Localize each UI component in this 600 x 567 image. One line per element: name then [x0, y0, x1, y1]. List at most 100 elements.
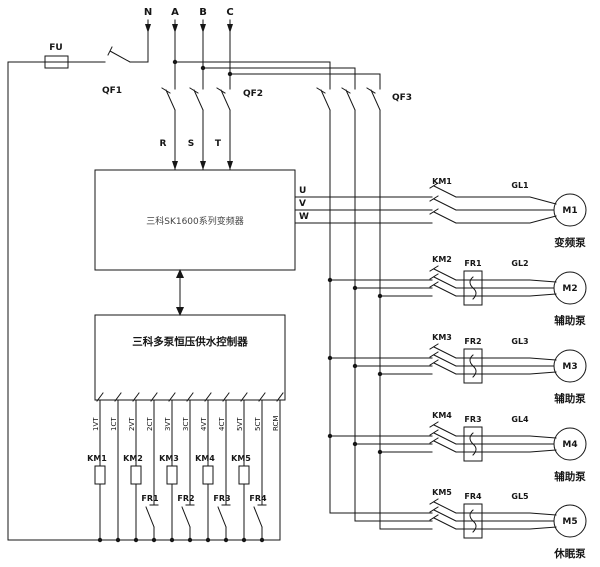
motor-m3-circle	[553, 349, 587, 383]
km4-coil	[202, 465, 214, 485]
qf3-label: QF3	[392, 93, 412, 103]
controller-title: 三科多泵恒压供水控制器	[132, 335, 248, 348]
thermal-relay-elements	[463, 270, 483, 539]
qf2-label: QF2	[243, 89, 263, 99]
km4-contact-label: KM4	[432, 411, 452, 420]
terminal-label-3ct: 3CT	[182, 417, 190, 431]
km1-contact-label: KM1	[432, 177, 452, 186]
s-input-arrow	[200, 161, 206, 170]
controller-box	[94, 314, 286, 401]
km3-coil-label: KM3	[159, 454, 179, 463]
km3-contact-label: KM3	[432, 333, 452, 342]
qf3-blades	[316, 87, 381, 111]
breaker-symbols	[96, 46, 457, 530]
fr2-element-label: FR2	[464, 337, 481, 346]
km-contact-blades	[429, 182, 457, 530]
supply-label-c: C	[226, 7, 233, 18]
fr1-element-box	[463, 270, 483, 306]
terminal-ticks	[96, 392, 284, 402]
fr3-contact-label: FR3	[213, 494, 230, 503]
km4-coil-label: KM4	[195, 454, 215, 463]
gl2-label: GL2	[511, 259, 528, 268]
motor-m5-circle	[553, 504, 587, 538]
km1-coil-label: KM1	[87, 454, 107, 463]
motor-m3-label: M3	[562, 362, 577, 372]
motors	[553, 193, 587, 538]
pump-type-3: 辅助泵	[554, 392, 586, 405]
motor-m2-label: M2	[562, 284, 577, 294]
fr2-contact-label: FR2	[177, 494, 194, 503]
qf1-label: QF1	[102, 86, 122, 96]
output-label-u: U	[299, 186, 306, 196]
comm-arrow-down	[176, 307, 184, 316]
fr4-contact-label: FR4	[249, 494, 267, 503]
fr3-element-label: FR3	[464, 415, 481, 424]
fr1-element-label: FR1	[464, 259, 482, 268]
terminal-labels: 1VT 1CT 2VT 2CT 3VT 3CT 4VT 4CT 5VT 5CT …	[92, 416, 280, 431]
fr1-contact-label: FR1	[141, 494, 159, 503]
output-label-v: V	[299, 199, 306, 209]
km2-coil-label: KM2	[123, 454, 143, 463]
terminal-label-2vt: 2VT	[128, 417, 136, 431]
gl4-label: GL4	[511, 415, 529, 424]
gl5-label: GL5	[511, 492, 529, 501]
arrowheads	[145, 24, 233, 316]
supply-wires	[7, 19, 381, 541]
supply-arrow-a	[172, 24, 178, 33]
km2-coil	[130, 465, 142, 485]
motor-m2-circle	[553, 271, 587, 305]
km1-coil	[94, 465, 106, 485]
fuse-symbol	[44, 55, 69, 69]
motor-m1-label: M1	[562, 206, 577, 216]
km3-coil	[166, 465, 178, 485]
terminal-label-4vt: 4VT	[200, 417, 208, 431]
gl1-label: GL1	[511, 181, 529, 190]
pump-type-5: 休眠泵	[553, 547, 586, 560]
qf1-blade	[107, 46, 131, 63]
pump-type-1: 变频泵	[554, 236, 586, 249]
pump-type-2: 辅助泵	[554, 314, 586, 327]
pump-type-4: 辅助泵	[554, 470, 586, 483]
supply-arrow-n	[145, 24, 151, 33]
supply-label-n: N	[144, 7, 152, 18]
fr4-element-label: FR4	[464, 492, 482, 501]
motor-m5-label: M5	[562, 517, 577, 527]
terminal-label-2ct: 2CT	[146, 417, 154, 431]
motor-m4-label: M4	[562, 440, 577, 450]
fr-nc-contacts	[145, 504, 267, 528]
terminal-label-5ct: 5CT	[254, 417, 262, 431]
fr4-heater-curve	[469, 509, 477, 533]
fr2-heater-curve	[469, 354, 477, 378]
input-label-s: S	[188, 139, 194, 149]
controller-drop-wires	[99, 399, 281, 541]
supply-label-b: B	[199, 7, 207, 18]
contactor-coils	[94, 465, 250, 485]
inverter-title: 三科SK1600系列变频器	[146, 215, 244, 227]
comm-arrow-up	[176, 269, 184, 278]
terminal-label-1ct: 1CT	[110, 417, 118, 431]
supply-arrow-b	[200, 24, 206, 33]
terminal-label-4ct: 4CT	[218, 417, 226, 431]
terminal-label-rcm: RCM	[272, 416, 280, 431]
km2-contact-label: KM2	[432, 255, 452, 264]
terminal-label-1vt: 1VT	[92, 417, 100, 431]
output-label-w: W	[299, 212, 309, 222]
fuse-label: FU	[49, 43, 62, 53]
km5-coil-label: KM5	[231, 454, 251, 463]
supply-label-a: A	[171, 7, 179, 18]
input-label-r: R	[160, 139, 167, 149]
motor-m4-circle	[553, 427, 587, 461]
terminal-label-5vt: 5VT	[236, 417, 244, 431]
gl3-label: GL3	[511, 337, 528, 346]
km5-coil	[238, 465, 250, 485]
terminal-label-3vt: 3VT	[164, 417, 172, 431]
motor-m1-circle	[553, 193, 587, 227]
fr2-element-box	[463, 348, 483, 384]
fr3-element-box	[463, 426, 483, 462]
km5-contact-label: KM5	[432, 488, 452, 497]
fr3-heater-curve	[469, 432, 477, 456]
fr4-element-box	[463, 503, 483, 539]
motor-row-wires	[294, 196, 557, 530]
